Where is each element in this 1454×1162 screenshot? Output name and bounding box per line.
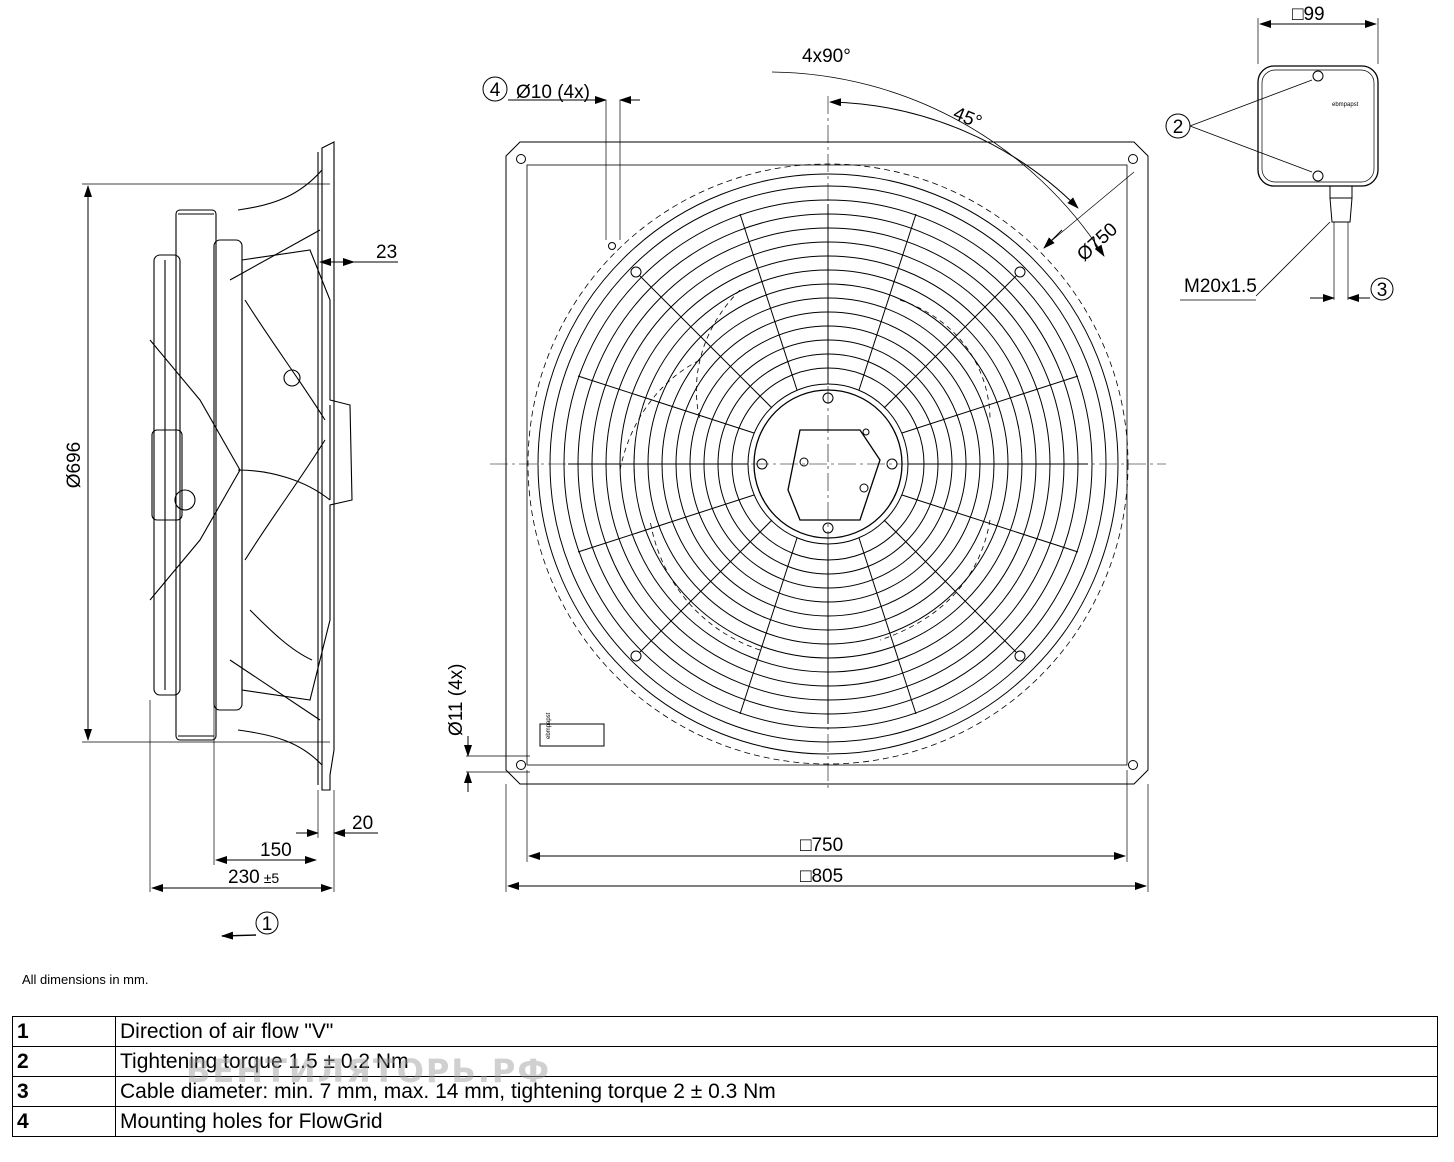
legend-text: Direction of air flow "V" bbox=[115, 1016, 1438, 1047]
legend-table: 1 Direction of air flow "V" 2 Tightening… bbox=[12, 1016, 1438, 1137]
dim-20: 20 bbox=[352, 813, 373, 834]
dim-angle-45: 45° bbox=[950, 103, 985, 133]
side-view-dimensions bbox=[82, 183, 398, 940]
dim-hole-11: Ø11 (4x) bbox=[446, 663, 467, 736]
dim-fan-diameter: Ø696 bbox=[64, 442, 85, 488]
dim-23: 23 bbox=[376, 242, 397, 263]
legend-text: Cable diameter: min. 7 mm, max. 14 mm, t… bbox=[115, 1076, 1438, 1107]
box-brand: ebmpapst bbox=[1332, 102, 1359, 108]
dim-square-750: □750 bbox=[800, 835, 843, 856]
dim-box-99: □99 bbox=[1292, 4, 1325, 25]
legend-text: Tightening torque 1.5 ± 0.2 Nm bbox=[115, 1046, 1438, 1077]
dim-cable-thread: M20x1.5 bbox=[1184, 276, 1257, 297]
terminal-box-view: ebmpapst bbox=[1180, 18, 1379, 302]
dim-square-805: □805 bbox=[800, 866, 843, 887]
svg-text:4: 4 bbox=[490, 80, 501, 101]
dim-230: 230±5 bbox=[228, 867, 279, 888]
technical-drawing: Ø696 23 20 150 230±5 1 bbox=[64, 4, 1394, 940]
legend-number: 3 bbox=[12, 1076, 116, 1107]
plate-brand: ebmpapst bbox=[546, 712, 552, 739]
callout-2: 2 bbox=[1165, 113, 1191, 139]
side-view bbox=[149, 141, 353, 791]
callout-3: 3 bbox=[1370, 277, 1394, 301]
front-view: ebmpapst bbox=[490, 96, 1166, 790]
legend-row: 1 Direction of air flow "V" bbox=[12, 1016, 1438, 1047]
front-view-dimensions bbox=[464, 71, 1149, 892]
legend-row: 4 Mounting holes for FlowGrid bbox=[12, 1106, 1438, 1137]
svg-text:2: 2 bbox=[1173, 117, 1184, 138]
legend-number: 2 bbox=[12, 1046, 116, 1077]
units-note: All dimensions in mm. bbox=[22, 972, 149, 987]
callout-4: 4 bbox=[482, 76, 508, 102]
svg-text:1: 1 bbox=[262, 914, 273, 935]
legend-row: 3 Cable diameter: min. 7 mm, max. 14 mm,… bbox=[12, 1076, 1438, 1107]
dim-hole-10: Ø10 (4x) bbox=[516, 82, 590, 103]
dim-150: 150 bbox=[260, 840, 292, 861]
dim-circle-750: Ø750 bbox=[1073, 219, 1122, 266]
legend-text: Mounting holes for FlowGrid bbox=[115, 1106, 1438, 1137]
svg-text:3: 3 bbox=[1377, 280, 1388, 301]
legend-row: 2 Tightening torque 1.5 ± 0.2 Nm bbox=[12, 1046, 1438, 1077]
legend-number: 4 bbox=[12, 1106, 116, 1137]
callout-1: 1 bbox=[255, 911, 279, 935]
dim-angle-4x90: 4x90° bbox=[802, 46, 851, 67]
legend-number: 1 bbox=[12, 1016, 116, 1047]
